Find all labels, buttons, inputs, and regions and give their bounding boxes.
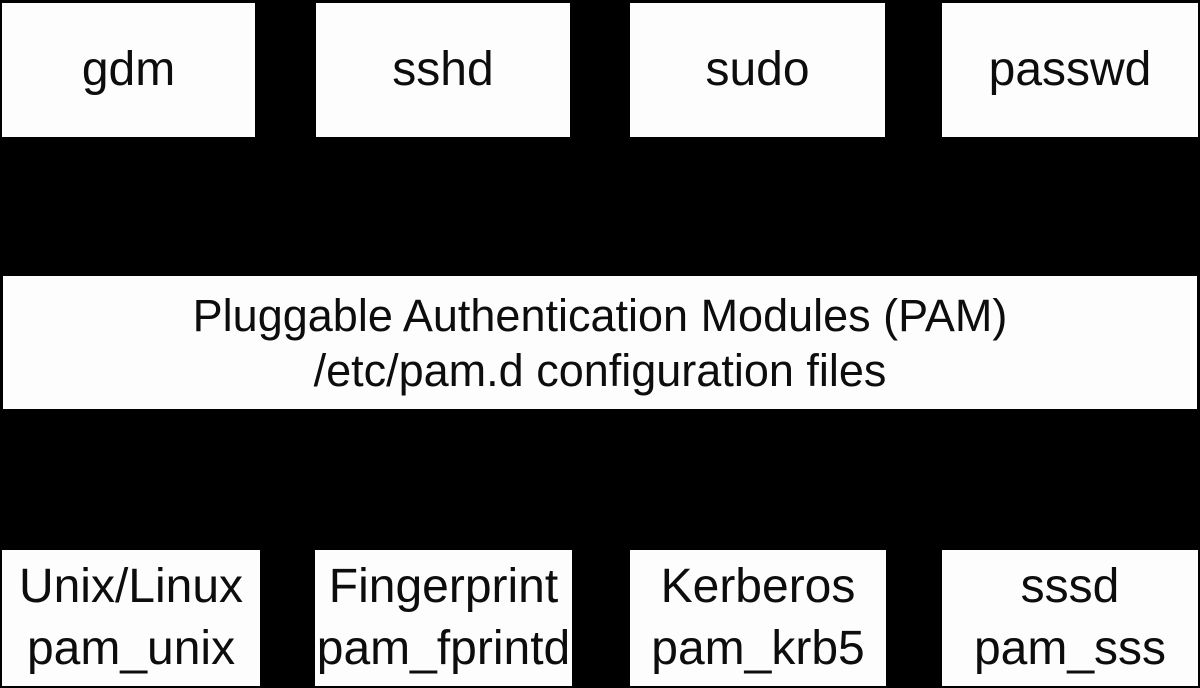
- module-box-pam-fprintd: Fingerprint pam_fprintd: [315, 550, 572, 686]
- pam-layer-box: Pluggable Authentication Modules (PAM) /…: [3, 276, 1197, 409]
- module-box-pam-unix: Unix/Linux pam_unix: [2, 550, 260, 686]
- module-name-label: pam_fprintd: [316, 622, 571, 675]
- module-name-label: pam_unix: [26, 622, 236, 675]
- service-label-sudo: sudo: [705, 43, 810, 96]
- module-name-label: pam_sss: [973, 622, 1167, 675]
- pam-layer-title: Pluggable Authentication Modules (PAM): [192, 289, 1008, 341]
- module-backend-label: Fingerprint: [328, 560, 559, 613]
- service-box-sshd: sshd: [316, 3, 570, 137]
- service-box-passwd: passwd: [942, 3, 1198, 137]
- pam-config-path: /etc/pam.d configuration files: [313, 344, 887, 396]
- module-name-label: pam_krb5: [651, 622, 865, 675]
- service-label-passwd: passwd: [988, 43, 1152, 96]
- module-backend-label: Unix/Linux: [18, 560, 244, 613]
- module-backend-label: Kerberos: [660, 560, 856, 613]
- module-backend-label: sssd: [1020, 560, 1120, 613]
- service-label-sshd: sshd: [392, 43, 494, 96]
- service-box-sudo: sudo: [630, 3, 885, 137]
- module-box-pam-sss: sssd pam_sss: [942, 550, 1198, 686]
- service-label-gdm: gdm: [81, 43, 176, 96]
- module-box-pam-krb5: Kerberos pam_krb5: [630, 550, 886, 686]
- service-box-gdm: gdm: [2, 3, 255, 137]
